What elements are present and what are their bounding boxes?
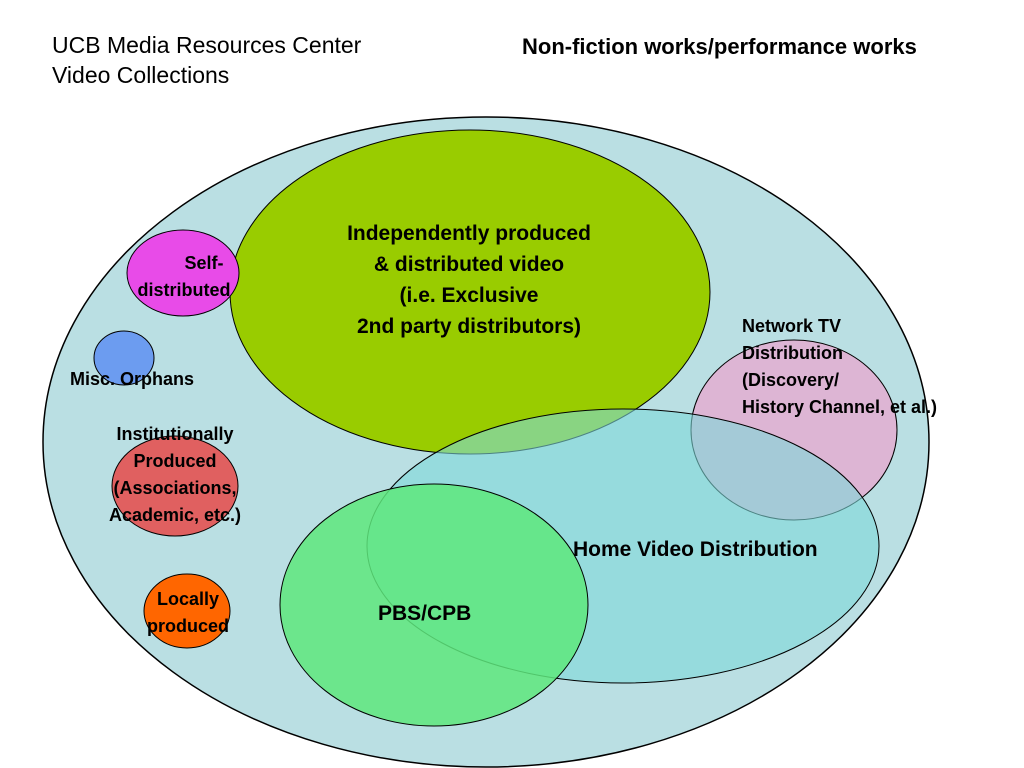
page-subtitle: Non-fiction works/performance works (522, 34, 917, 59)
locally-produced-ellipse (143, 573, 231, 649)
misc-orphans-ellipse (93, 330, 155, 386)
title-line-1: UCB Media Resources Center (52, 32, 362, 58)
home-video-label: Home Video Distribution (573, 538, 818, 561)
self-distributed-label: Self- distributed (137, 253, 231, 300)
page-title: UCB Media Resources Center Video Collect… (52, 30, 361, 90)
pbs-label: PBS/CPB (378, 602, 472, 625)
misc-orphans-label: Misc. Orphans (70, 369, 195, 389)
institutional-label: Institutionally Produced (Associations, … (108, 424, 242, 525)
self-distributed-ellipse (126, 229, 240, 317)
institutional-ellipse (111, 435, 239, 537)
locally-produced-label: Locally produced (146, 589, 229, 636)
network-tv-label: Network TV Distribution (Discovery/ Hist… (742, 316, 938, 417)
pbs-ellipse (279, 483, 589, 727)
independent-label: Independently produced & distributed vid… (347, 222, 591, 338)
title-line-2: Video Collections (52, 62, 230, 88)
